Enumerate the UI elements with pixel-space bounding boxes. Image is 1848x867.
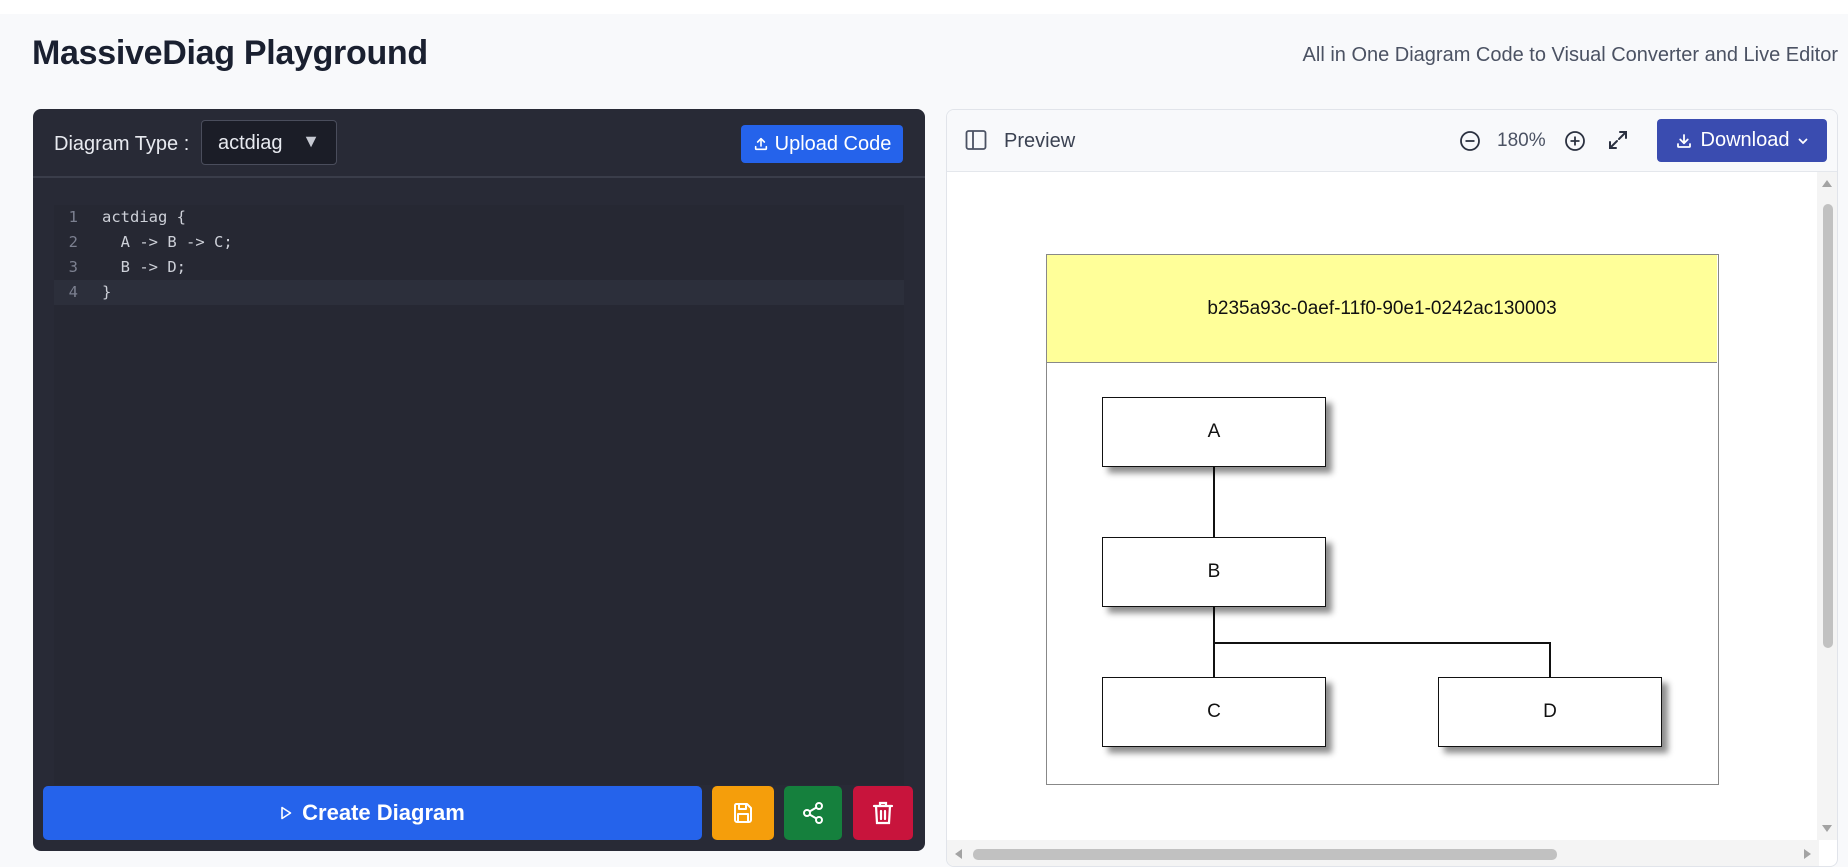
delete-button[interactable] — [853, 786, 913, 840]
code-line: 2 A -> B -> C; — [54, 230, 904, 255]
diagram-type-select[interactable]: actdiag ▼ — [201, 120, 337, 165]
editor-panel: Diagram Type : actdiag ▼ Upload Code 1 a… — [33, 109, 925, 851]
trash-icon — [872, 801, 894, 825]
lane-header: b235a93c-0aef-11f0-90e1-0242ac130003 — [1047, 255, 1717, 363]
horizontal-scrollbar[interactable] — [947, 840, 1819, 866]
code-line-active: 4 } — [54, 280, 904, 305]
vertical-scrollbar[interactable] — [1817, 172, 1837, 840]
diagram-canvas[interactable]: b235a93c-0aef-11f0-90e1-0242ac130003 A B… — [947, 172, 1819, 840]
activity-diagram: b235a93c-0aef-11f0-90e1-0242ac130003 A B… — [1046, 254, 1719, 785]
share-button[interactable] — [784, 786, 842, 840]
scroll-right-icon[interactable] — [1803, 848, 1813, 860]
diagram-node-a[interactable]: A — [1102, 397, 1326, 467]
line-number: 2 — [68, 233, 78, 251]
play-icon — [281, 806, 292, 820]
create-diagram-label: Create Diagram — [302, 800, 465, 825]
download-label: Download — [1700, 129, 1790, 151]
zoom-out-icon[interactable] — [1459, 130, 1481, 157]
preview-label: Preview — [1004, 130, 1076, 152]
download-icon — [1676, 133, 1691, 148]
upload-code-button[interactable]: Upload Code — [741, 125, 903, 163]
scroll-down-icon[interactable] — [1821, 824, 1833, 834]
line-text: actdiag { — [102, 208, 186, 226]
code-line: 3 B -> D; — [54, 255, 904, 280]
preview-panel: Preview 180% Download — [946, 109, 1838, 867]
line-number: 1 — [68, 208, 78, 226]
create-diagram-button[interactable]: Create Diagram — [43, 786, 702, 840]
diagram-type-label: Diagram Type : — [54, 133, 190, 155]
vertical-scroll-thumb[interactable] — [1823, 204, 1833, 648]
diagram-node-d[interactable]: D — [1438, 677, 1662, 747]
code-line: 1 actdiag { — [54, 205, 904, 230]
line-text: } — [102, 283, 112, 301]
line-text: A -> B -> C; — [102, 233, 233, 251]
preview-toolbar: Preview 180% Download — [947, 110, 1837, 172]
page-subtitle: All in One Diagram Code to Visual Conver… — [1302, 44, 1838, 66]
line-text: B -> D; — [102, 258, 186, 276]
horizontal-scroll-thumb[interactable] — [973, 849, 1557, 860]
diagram-node-b[interactable]: B — [1102, 537, 1326, 607]
diagram-type-value: actdiag — [218, 132, 283, 154]
edge-b-d — [1214, 642, 1551, 683]
editor-header: Diagram Type : actdiag ▼ Upload Code — [33, 109, 925, 178]
share-icon — [803, 802, 823, 824]
page-title: MassiveDiag Playground — [32, 34, 428, 72]
sidebar-toggle-icon[interactable] — [965, 129, 987, 156]
line-number: 3 — [68, 258, 78, 276]
upload-icon — [754, 137, 767, 151]
expand-icon[interactable] — [1607, 129, 1629, 156]
chevron-down-icon — [1799, 138, 1808, 144]
zoom-in-icon[interactable] — [1564, 130, 1586, 157]
diagram-node-c[interactable]: C — [1102, 677, 1326, 747]
code-editor[interactable]: 1 actdiag { 2 A -> B -> C; 3 B -> D; 4 } — [54, 205, 904, 785]
top-strip — [0, 0, 1848, 14]
scroll-up-icon[interactable] — [1821, 178, 1833, 188]
save-button[interactable] — [712, 786, 774, 840]
line-number: 4 — [68, 283, 78, 301]
dropdown-caret-icon: ▼ — [302, 131, 320, 151]
zoom-level: 180% — [1497, 130, 1546, 151]
floppy-disk-icon — [733, 803, 752, 823]
upload-code-label: Upload Code — [774, 132, 892, 155]
download-button[interactable]: Download — [1657, 119, 1827, 162]
scroll-left-icon[interactable] — [953, 848, 963, 860]
